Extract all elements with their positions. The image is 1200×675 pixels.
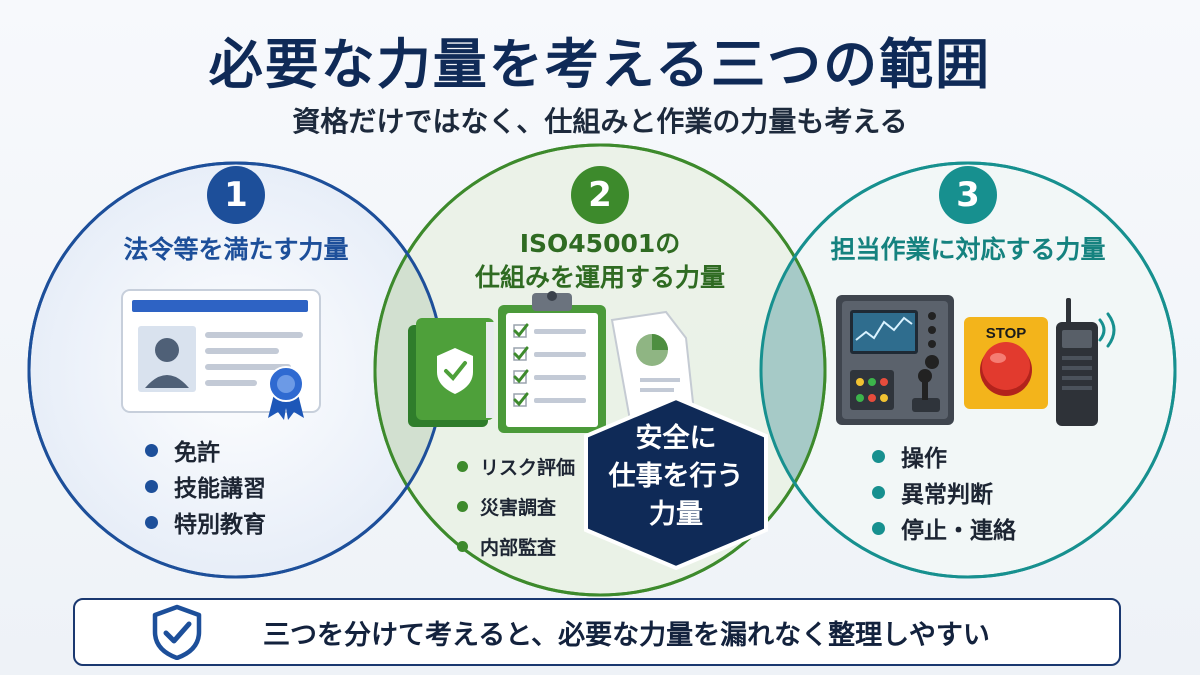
circle-3-bullets: 操作 異常判断 停止・連絡 — [872, 442, 1016, 550]
center-label-line1: 安全に — [635, 423, 717, 454]
manual-book-icon — [408, 318, 494, 427]
circle-1-number: 1 — [207, 166, 265, 224]
list-item: 免許 — [145, 436, 266, 466]
radio-icon — [1056, 298, 1116, 426]
circle-2-heading: ISO45001の 仕組みを運用する力量 — [450, 227, 750, 295]
list-item: 技能講習 — [145, 472, 266, 502]
list-item: 特別教育 — [145, 508, 266, 538]
list-item: リスク評価 — [457, 452, 575, 480]
bullet-dot — [145, 479, 158, 493]
stop-button-icon: STOP — [964, 317, 1048, 409]
circle-3-number: 3 — [939, 166, 997, 224]
shield-check-icon — [152, 604, 202, 660]
list-item: 停止・連絡 — [872, 514, 1016, 544]
bullet-dot — [872, 485, 885, 499]
footer-banner: 三つを分けて考えると、必要な力量を漏れなく整理しやすい — [73, 598, 1121, 666]
page-subtitle: 資格だけではなく、仕組みと作業の力量も考える — [292, 105, 908, 138]
bullet-dot — [457, 500, 468, 512]
circle-2-heading-line1: ISO45001の — [519, 229, 681, 258]
list-item: 災害調査 — [457, 492, 575, 520]
control-panel-icon — [836, 295, 954, 425]
footer-text: 三つを分けて考えると、必要な力量を漏れなく整理しやすい — [263, 619, 990, 651]
stop-label: STOP — [986, 325, 1027, 342]
bullet-dot — [872, 521, 885, 535]
list-item: 操作 — [872, 442, 1016, 472]
center-label-line2: 仕事を行う — [608, 461, 744, 492]
bullet-dot — [457, 540, 468, 552]
circle-3-heading: 担当作業に対応する力量 — [830, 235, 1106, 264]
bullet-dot — [145, 515, 158, 529]
page-title: 必要な力量を考える三つの範囲 — [208, 33, 992, 96]
center-label: 安全に 仕事を行う 力量 — [585, 420, 767, 534]
circle-2-number: 2 — [571, 166, 629, 224]
license-card-icon — [121, 289, 321, 420]
center-hexagon — [584, 395, 768, 571]
clipboard-checklist-icon — [498, 291, 606, 433]
circle-2-heading-line2: 仕組みを運用する力量 — [474, 263, 725, 292]
bullet-dot — [457, 460, 468, 472]
bullet-dot — [872, 449, 885, 463]
circle-1-bullets: 免許 技能講習 特別教育 — [145, 436, 266, 544]
list-item: 内部監査 — [457, 532, 575, 560]
circle-1-heading: 法令等を満たす力量 — [123, 235, 349, 264]
center-label-line3: 力量 — [649, 499, 703, 530]
bullet-dot — [145, 443, 158, 457]
circle-2-bullets: リスク評価 災害調査 内部監査 — [457, 452, 575, 572]
list-item: 異常判断 — [872, 478, 1016, 508]
report-pie-icon — [610, 310, 696, 422]
